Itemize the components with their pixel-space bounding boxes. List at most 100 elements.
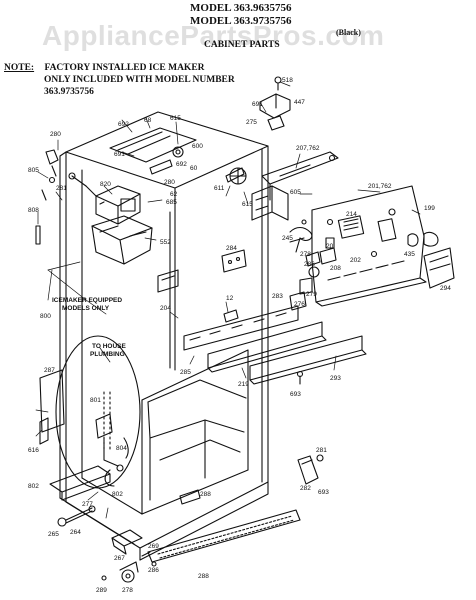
- part-208: 208: [330, 265, 341, 272]
- part-279: 279: [306, 291, 317, 298]
- part-278: 278: [300, 251, 311, 258]
- note-line-1: FACTORY INSTALLED ICE MAKER: [44, 63, 205, 73]
- model-title-1: MODEL 363.9635756: [190, 2, 292, 14]
- part-282: 282: [300, 485, 311, 492]
- trim-293: [249, 335, 367, 385]
- part-281: 281: [56, 185, 67, 192]
- icemaker-assembly: [68, 172, 153, 265]
- part-214: 214: [346, 211, 357, 218]
- part-294: 294: [440, 285, 451, 292]
- part-280-b: 280: [164, 179, 175, 186]
- part-202: 202: [350, 257, 361, 264]
- panel-287: [39, 369, 65, 433]
- part-804: 804: [116, 445, 127, 452]
- part-201-762: 201,762: [368, 183, 392, 190]
- model-black-tag: (Black): [336, 28, 361, 37]
- part-692: 692: [118, 121, 129, 128]
- callout-labels: ICEMAKER EQUIPPED MODELS ONLY TO HOUSE P…: [52, 297, 126, 358]
- plumbing-detail: [55, 335, 141, 489]
- bracket-616: [39, 417, 49, 445]
- part-691: 691: [252, 101, 263, 108]
- part-820: 820: [100, 181, 111, 188]
- part-275: 275: [246, 119, 257, 126]
- wire-harness: [289, 219, 313, 253]
- light-cover: [423, 247, 455, 289]
- part-62: 62: [170, 191, 178, 198]
- part-265: 265: [48, 531, 59, 538]
- part-204: 204: [160, 305, 171, 312]
- part-289: 289: [96, 587, 107, 594]
- plumbing-note-2: PLUMBING: [90, 351, 125, 358]
- screw-693: [296, 370, 304, 385]
- part-691-b: 691: [114, 151, 125, 158]
- part-616: 616: [28, 447, 39, 454]
- part-285: 285: [180, 369, 191, 376]
- part-600: 600: [192, 143, 203, 150]
- bracket-277: [49, 465, 111, 501]
- part-269: 269: [148, 543, 159, 550]
- toe-grille: [147, 509, 301, 563]
- part-805: 805: [28, 167, 39, 174]
- part-277: 277: [82, 501, 93, 508]
- part-287: 287: [44, 367, 55, 374]
- part-611: 611: [214, 185, 225, 192]
- part-60: 60: [190, 165, 198, 172]
- hinge-282: [297, 454, 324, 485]
- leveling-screw: [57, 505, 96, 527]
- part-435: 435: [404, 251, 415, 258]
- top-right-bracket: [259, 76, 291, 131]
- part-283: 283: [272, 293, 283, 300]
- part-693-b: 693: [318, 489, 329, 496]
- clip-288: [179, 489, 201, 505]
- part-447: 447: [294, 99, 305, 106]
- part-518: 518: [282, 77, 293, 84]
- clip-12: [223, 309, 239, 323]
- part-802: 802: [112, 491, 123, 498]
- note-line-2: ONLY INCLUDED WITH MODEL NUMBER: [44, 75, 235, 85]
- divider-rail-285: [183, 305, 299, 351]
- plumbing-note-1: TO HOUSE: [92, 343, 126, 350]
- roller-assembly: [101, 529, 157, 583]
- control-panel: [311, 185, 439, 307]
- part-800: 800: [40, 313, 51, 320]
- note-line-3: 363.9735756: [44, 87, 94, 97]
- control-housing: [229, 151, 339, 221]
- part-288-b: 288: [198, 573, 209, 580]
- part-280: 280: [50, 131, 61, 138]
- part-808: 808: [28, 207, 39, 214]
- left-hardware: [35, 149, 59, 245]
- part-692-b: 692: [176, 161, 187, 168]
- part-615-b: 615: [242, 201, 253, 208]
- bracket-284: [221, 249, 247, 273]
- note-block: NOTE: FACTORY INSTALLED ICE MAKER ONLY I…: [4, 62, 235, 98]
- light-socket: [289, 251, 321, 311]
- part-264: 264: [70, 529, 81, 536]
- section-title: CABINET PARTS: [204, 40, 280, 50]
- part-68: 68: [144, 117, 152, 124]
- part-number-labels: 518 691 447 275 280 692 68 615 691 600 6…: [28, 77, 451, 594]
- part-12: 12: [226, 295, 234, 302]
- top-frame: [109, 127, 245, 183]
- part-605: 605: [290, 189, 301, 196]
- part-284: 284: [226, 245, 237, 252]
- part-293: 293: [330, 375, 341, 382]
- part-286: 286: [304, 261, 315, 268]
- part-685: 685: [166, 199, 177, 206]
- part-286-b: 286: [148, 567, 159, 574]
- part-199: 199: [424, 205, 435, 212]
- part-20: 20: [326, 243, 334, 250]
- part-693: 693: [290, 391, 301, 398]
- part-801: 801: [90, 397, 101, 404]
- part-552: 552: [160, 239, 171, 246]
- divider-rail-219: [207, 321, 327, 373]
- shelf-bracket-204: [157, 269, 179, 293]
- leader-lines: [35, 81, 421, 519]
- part-267: 267: [114, 555, 125, 562]
- part-245: 245: [282, 235, 293, 242]
- part-219: 219: [238, 381, 249, 388]
- model-title-2: MODEL 363.9735756: [190, 15, 292, 27]
- part-615: 615: [170, 115, 181, 122]
- part-281-b: 281: [316, 447, 327, 454]
- icemaker-note-1: ICEMAKER EQUIPPED: [52, 297, 122, 304]
